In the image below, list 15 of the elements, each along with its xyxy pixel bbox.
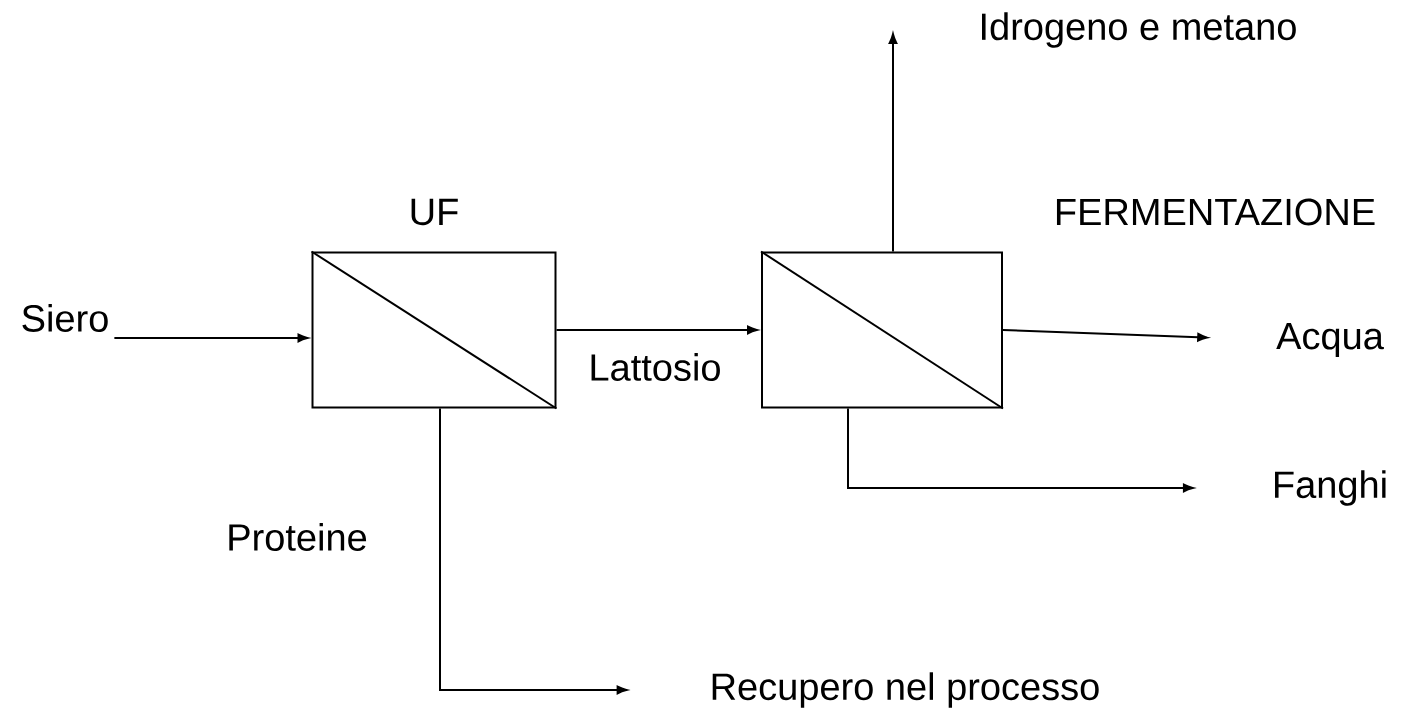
edge-label: Lattosio	[586, 351, 724, 383]
arrow	[1002, 329, 1208, 342]
unit-label: UF	[411, 198, 458, 226]
arrow	[113, 333, 309, 343]
stream-label: Siero	[22, 304, 108, 332]
unit-label: FERMENTAZIONE	[1056, 198, 1375, 226]
arrow	[888, 33, 898, 253]
edge-label: Proteine	[224, 521, 370, 553]
arrow	[439, 407, 628, 695]
stream-label: Recupero nel processo	[712, 672, 1099, 708]
arrow	[555, 325, 758, 335]
stream-label: Fanghi	[1275, 470, 1386, 506]
stream-label: Acqua	[1276, 323, 1384, 357]
arrow	[847, 407, 1194, 493]
stream-label: Idrogeno e metano	[982, 12, 1296, 48]
